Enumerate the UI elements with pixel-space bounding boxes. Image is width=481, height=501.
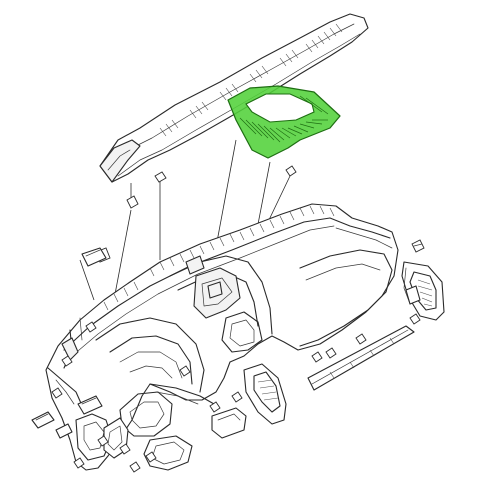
defroster-vent-grille bbox=[227, 85, 341, 159]
lower-left-trim-bracket bbox=[31, 247, 107, 439]
fasteners bbox=[51, 239, 425, 473]
right-trim-strip bbox=[307, 325, 415, 391]
center-air-vent bbox=[243, 363, 287, 425]
right-side-air-vent bbox=[401, 261, 445, 321]
center-lower-trim bbox=[143, 407, 247, 471]
instrument-panel-carrier bbox=[45, 203, 399, 471]
